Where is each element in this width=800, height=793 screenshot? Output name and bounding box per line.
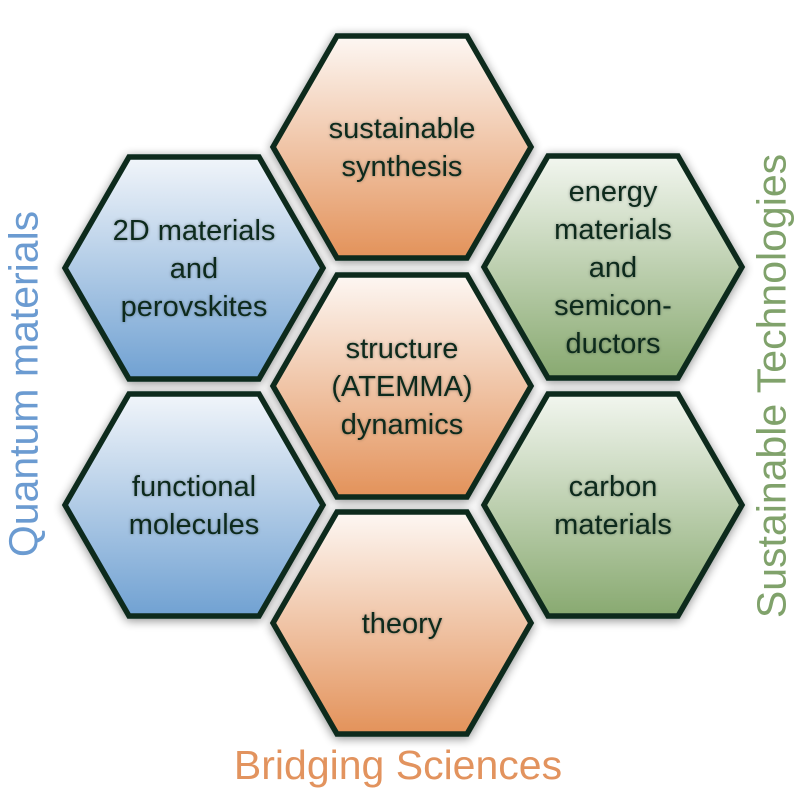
hexagon-sustainable-synthesis: sustainable synthesis: [269, 33, 535, 261]
hexagon-label-line: ductors: [565, 328, 660, 360]
hexagon-energy-materials-semiconductors: energy materials and semicon-ductors: [480, 153, 746, 381]
category-label-bridging-sciences: Bridging Sciences: [233, 742, 563, 788]
hexagon-label-line: theory: [362, 608, 443, 640]
hexagon-shape: [480, 391, 746, 619]
hexagon-label-line: materials: [554, 509, 672, 541]
hexagon-label-line: materials: [554, 214, 672, 246]
hexagon-shape: [269, 272, 535, 500]
hexagon-label-line: sustainable: [329, 113, 476, 145]
hexagon-label-line: functional: [132, 471, 256, 503]
hexagon-layer: sustainable synthesis 2D materials and perov…: [61, 33, 746, 737]
category-label-quantum-materials: Quantum materials: [0, 210, 47, 558]
hexagon-label-line: carbon: [569, 471, 658, 503]
hexagon-shape: [269, 509, 535, 737]
hexagon-label-line: perovskites: [121, 291, 268, 323]
hexagon-shape: [61, 391, 327, 619]
hexagon-shape: [269, 33, 535, 261]
hexagon-label-line: molecules: [129, 509, 260, 541]
hexagon-label-line: 2D materials: [113, 215, 276, 247]
hexagon-label-line: structure: [346, 333, 459, 365]
hexagon-shape: [61, 154, 327, 382]
category-label-sustainable-technologies: Sustainable Technologies: [748, 153, 795, 619]
hexagon-functional-molecules: functional molecules: [61, 391, 327, 619]
hexagon-structure-atemma-dynamics: structure (ATEMMA) dynamics: [269, 272, 535, 500]
hexagon-label-line: (ATEMMA): [331, 371, 472, 403]
hexagon-label-line: and: [170, 253, 218, 285]
hexagon-label-line: semicon-: [554, 290, 672, 322]
hexagon-label-line: dynamics: [341, 409, 464, 441]
hexagon-shape: [480, 153, 746, 381]
hexagon-carbon-materials: carbon materials: [480, 391, 746, 619]
hexagon-theory: theory: [269, 509, 535, 737]
hexagon-label-line: synthesis: [342, 151, 463, 183]
hexagon-label-line: energy: [569, 176, 658, 208]
hexagon-label-line: and: [589, 252, 637, 284]
hexagon-2d-materials-perovskites: 2D materials and perovskites: [61, 154, 327, 382]
